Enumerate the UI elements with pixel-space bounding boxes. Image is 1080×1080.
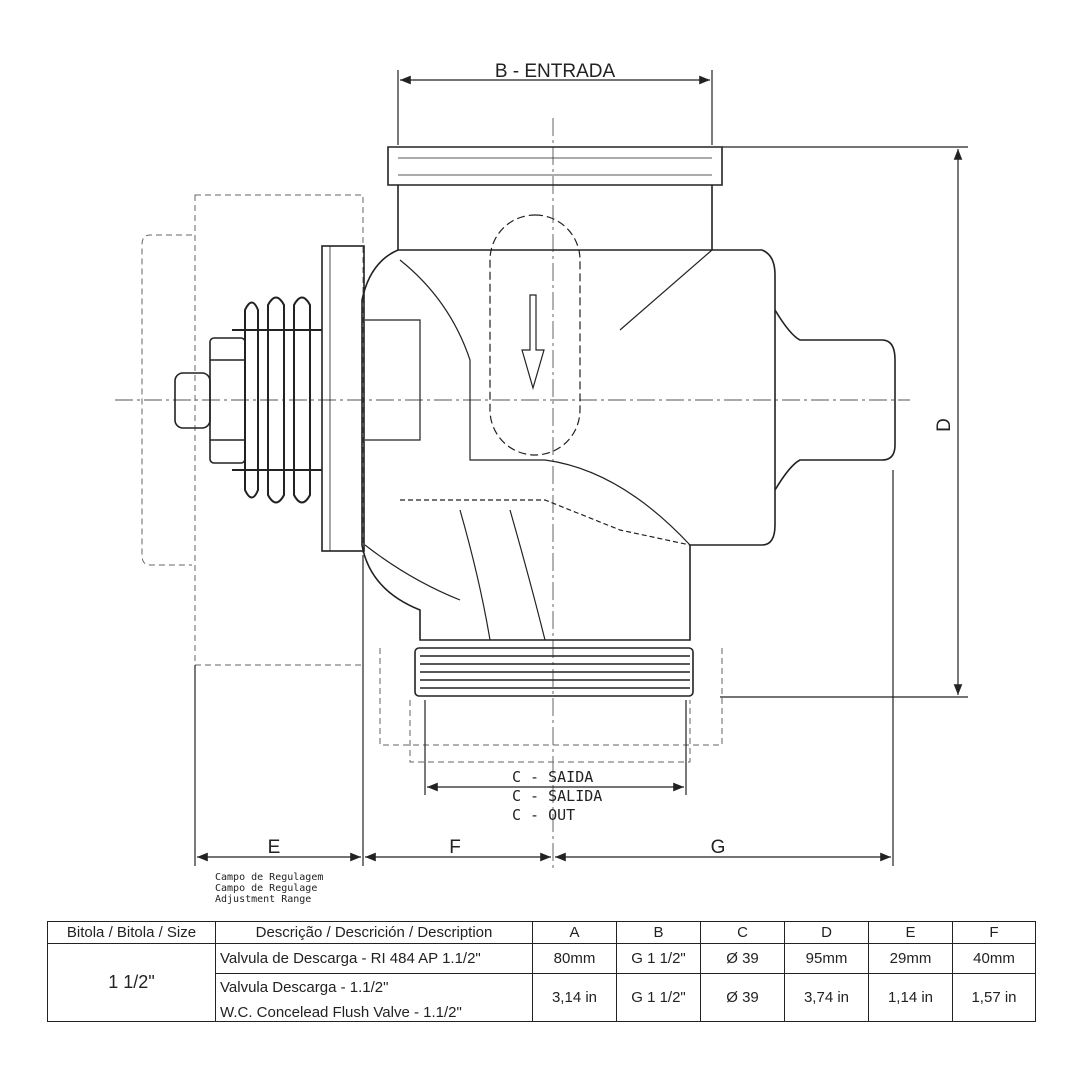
dim-f-label: F bbox=[449, 837, 461, 858]
adjustment-spring bbox=[232, 296, 322, 504]
desc-en: W.C. Concelead Flush Valve - 1.1/2" bbox=[220, 1004, 462, 1021]
header-a: A bbox=[532, 921, 617, 944]
metric-a: 80mm bbox=[532, 943, 617, 974]
header-size: Bitola / Bitola / Size bbox=[47, 921, 216, 944]
size-cell: 1 1/2" bbox=[47, 943, 216, 1022]
table-row: 1 1/2" Valvula de Descarga - RI 484 AP 1… bbox=[47, 943, 1036, 1022]
header-b: B bbox=[616, 921, 701, 944]
header-c: C bbox=[700, 921, 785, 944]
imperial-c: Ø 39 bbox=[700, 973, 785, 1022]
valve-technical-drawing: B - ENTRADA D C - SAIDA C - SALIDA C - O… bbox=[115, 61, 968, 905]
table-header-row: Bitola / Bitola / Size Descrição / Descr… bbox=[47, 921, 1036, 944]
imperial-b: G 1 1/2" bbox=[616, 973, 701, 1022]
flow-arrow-icon bbox=[521, 294, 545, 391]
imperial-a: 3,14 in bbox=[532, 973, 617, 1022]
metric-b: G 1 1/2" bbox=[616, 943, 701, 974]
imperial-e: 1,14 in bbox=[868, 973, 953, 1022]
header-d: D bbox=[784, 921, 869, 944]
ghost-outlines bbox=[141, 194, 723, 763]
dim-c-label-en: C - OUT bbox=[512, 806, 575, 824]
threaded-outlet bbox=[414, 647, 694, 697]
header-f: F bbox=[952, 921, 1036, 944]
adjust-note-pt: Campo de Regulagem bbox=[215, 872, 323, 883]
metric-d: 95mm bbox=[784, 943, 869, 974]
mounting-plate bbox=[321, 245, 365, 552]
dim-c-label-pt: C - SAIDA bbox=[512, 768, 593, 786]
metric-e: 29mm bbox=[868, 943, 953, 974]
imperial-f: 1,57 in bbox=[952, 973, 1036, 1022]
internal-chamber bbox=[364, 214, 713, 641]
table-row: 3,14 in G 1 1/2" Ø 39 3,74 in 1,14 in 1,… bbox=[48, 973, 1036, 1022]
desc-es: Valvula Descarga - 1.1/2" bbox=[220, 979, 389, 996]
desc-es-en: Valvula Descarga - 1.1/2" W.C. Concelead… bbox=[215, 973, 533, 1022]
desc-pt: Valvula de Descarga - RI 484 AP 1.1/2" bbox=[215, 943, 533, 974]
dim-e-label: E bbox=[268, 837, 281, 858]
center-lines bbox=[115, 118, 910, 870]
metric-c: Ø 39 bbox=[700, 943, 785, 974]
dim-g-label: G bbox=[711, 837, 726, 858]
imperial-d: 3,74 in bbox=[784, 973, 869, 1022]
adjusting-nut bbox=[174, 337, 246, 464]
metric-f: 40mm bbox=[952, 943, 1036, 974]
outlet-nozzle bbox=[774, 309, 896, 491]
header-e: E bbox=[868, 921, 953, 944]
dim-c-label-es: C - SALIDA bbox=[512, 787, 602, 805]
spec-table: Bitola / Bitola / Size Descrição / Descr… bbox=[47, 921, 1036, 1022]
adjust-note-en: Adjustment Range bbox=[215, 894, 311, 905]
dim-d-label: D bbox=[934, 418, 955, 432]
adjust-note-es: Campo de Regulage bbox=[215, 883, 317, 894]
dim-b-label: B - ENTRADA bbox=[495, 61, 616, 82]
dimension-lines bbox=[194, 70, 968, 866]
valve-body bbox=[361, 249, 776, 641]
header-description: Descrição / Descrición / Description bbox=[215, 921, 533, 944]
inlet-flange bbox=[387, 146, 723, 186]
